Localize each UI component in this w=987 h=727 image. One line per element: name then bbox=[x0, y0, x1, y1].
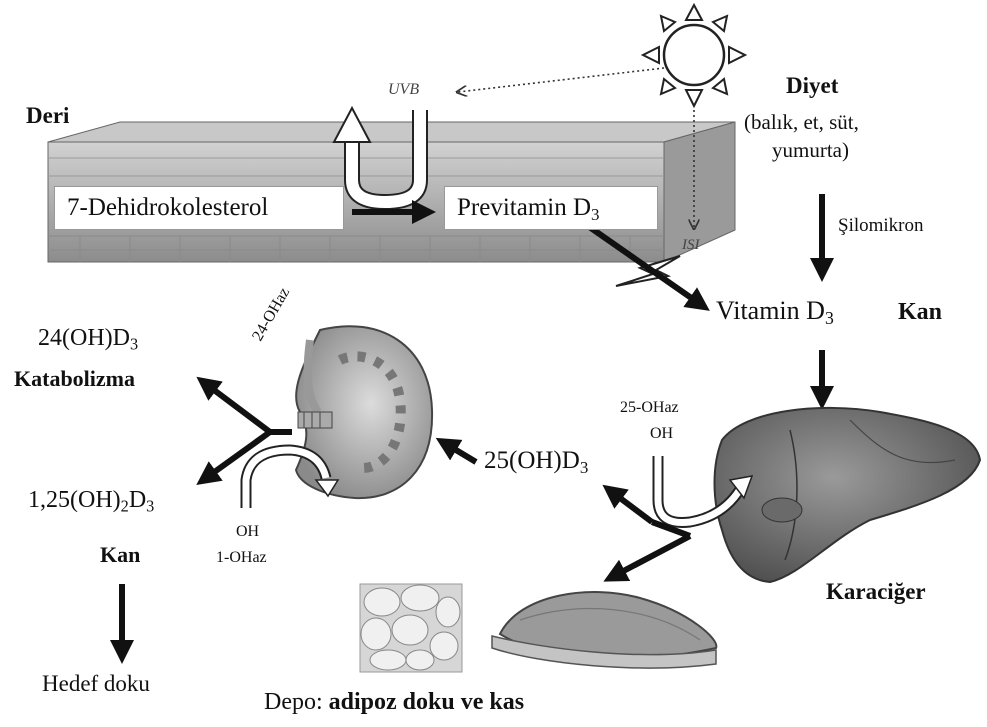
liver-output-arrows bbox=[612, 492, 690, 576]
calcitriol-label: 1,25(OH)2D3 bbox=[28, 488, 154, 512]
sun-icon bbox=[643, 5, 745, 106]
active-blood-label: Kan bbox=[100, 544, 140, 566]
diet-examples-line1: (balık, et, süt, bbox=[744, 112, 859, 133]
catabolism-label: Katabolizma bbox=[14, 368, 135, 390]
storage-label: Depo: adipoz doku ve kas bbox=[264, 690, 524, 714]
dehydrocholesterol-label: 7-Dehidrokolesterol bbox=[67, 194, 268, 222]
adipose-tissue-illustration bbox=[360, 584, 462, 672]
uvb-ray-arrow bbox=[458, 68, 664, 92]
kidney-oh-label: OH bbox=[236, 524, 259, 540]
liver-enzyme-label: 25-OHaz bbox=[620, 400, 679, 416]
uvb-label: UVB bbox=[388, 82, 419, 98]
liver-label: Karaciğer bbox=[826, 580, 926, 603]
chylomicron-label: Şilomikron bbox=[838, 216, 924, 235]
to-kidney-arrow bbox=[446, 444, 476, 462]
target-tissue-label: Hedef doku bbox=[42, 672, 150, 695]
skin-label: Deri bbox=[26, 104, 69, 127]
vitamin-d3-label: Vitamin D3 bbox=[716, 298, 834, 324]
muscle-illustration bbox=[492, 592, 716, 668]
heat-label: ISI bbox=[682, 238, 700, 253]
dehydrocholesterol-box: 7-Dehidrokolesterol bbox=[54, 186, 344, 230]
diet-examples-line2: yumurta) bbox=[772, 140, 849, 161]
liver-oh-label: OH bbox=[650, 426, 673, 442]
blood-label: Kan bbox=[898, 300, 942, 324]
liver-illustration bbox=[715, 408, 981, 582]
kidney-1-enzyme-label: 1-OHaz bbox=[216, 550, 267, 566]
calcidiol-label: 25(OH)D3 bbox=[484, 448, 588, 473]
catabolite-label: 24(OH)D3 bbox=[38, 326, 138, 350]
kidney-illustration bbox=[296, 326, 432, 498]
diet-title: Diyet bbox=[786, 74, 838, 97]
previtamin-label: Previtamin D3 bbox=[457, 194, 600, 222]
previtamin-box: Previtamin D3 bbox=[444, 186, 658, 230]
